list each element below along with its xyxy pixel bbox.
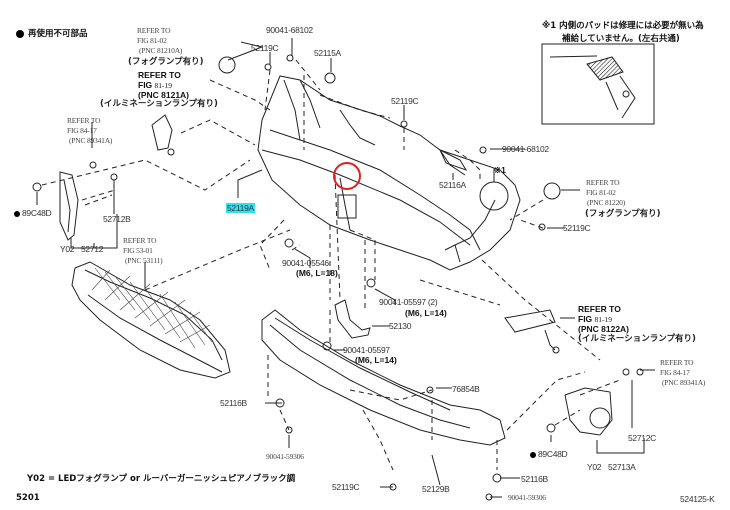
right-illum-lamp bbox=[504, 309, 556, 333]
part-89c48d-right-text: 89C48D bbox=[538, 449, 568, 459]
note-line-2: 補給していません。(左右共通) bbox=[562, 34, 680, 44]
part-52119a-highlight: 52119A bbox=[226, 203, 255, 213]
inset-edge-line bbox=[549, 55, 598, 58]
inset-bolt bbox=[622, 90, 630, 98]
page-code: 5201 bbox=[16, 493, 40, 503]
ref-fog-right-l4: (フォグランプ有り) bbox=[585, 209, 661, 219]
ref-illum-left-fig: FIG bbox=[138, 80, 153, 90]
note-inset-box bbox=[541, 43, 655, 125]
left-garnish bbox=[59, 171, 79, 241]
bracket-52130 bbox=[334, 299, 371, 339]
part-90041-05597-2[interactable]: 90041-05597 (2) bbox=[379, 297, 438, 307]
ref-fog-left-l3[interactable]: (PNC 81210A) bbox=[139, 46, 183, 55]
ref-fog-left-l2[interactable]: FIG 81-02 bbox=[137, 36, 167, 45]
part-90041-05546[interactable]: 90041-05546 bbox=[282, 258, 329, 268]
part-89c48d-left-text: 89C48D bbox=[22, 208, 52, 218]
part-52115a[interactable]: 52115A bbox=[314, 48, 341, 58]
left-fog-lamp bbox=[218, 56, 236, 74]
part-90041-59306-right[interactable]: 90041-59306 bbox=[508, 493, 546, 502]
non-reusable-marker-icon bbox=[16, 29, 24, 38]
part-90041-05597[interactable]: 90041-05597 bbox=[343, 345, 390, 355]
red-callout-circle bbox=[333, 162, 361, 190]
detail-callout-circle bbox=[479, 181, 509, 211]
part-89c48d-left[interactable]: 89C48D bbox=[14, 208, 52, 218]
ref-fog-right-l2[interactable]: FIG 81-02 bbox=[586, 188, 616, 197]
left-illum-lamp bbox=[151, 114, 173, 151]
legend-text: 再使用不可部品 bbox=[28, 29, 88, 39]
ref-illum-right-fig: FIG bbox=[578, 314, 593, 324]
ref-grille-l1[interactable]: REFER TO bbox=[123, 236, 157, 245]
part-52116b-right[interactable]: 52116B bbox=[521, 474, 548, 484]
part-90041-05597-spec: (M6, L=14) bbox=[355, 355, 397, 365]
front-grille bbox=[71, 261, 231, 379]
ref-fog-left-l4: (フォグランプ有り) bbox=[128, 57, 204, 67]
ref-sensor-right-l2[interactable]: FIG 84-17 bbox=[660, 368, 690, 377]
ref-illum-right-l4: (イルミネーションランプ有り) bbox=[578, 334, 696, 344]
part-52119c-top[interactable]: 52119C bbox=[251, 43, 279, 53]
lower-spoiler bbox=[261, 309, 506, 446]
ref-sensor-left-l3[interactable]: (PNC 89341A) bbox=[69, 136, 113, 145]
part-52712b[interactable]: 52712B bbox=[103, 214, 131, 224]
non-reusable-marker-icon bbox=[530, 451, 536, 458]
note-line-1: ※1 内側のパッドは修理には必要が無い為 bbox=[542, 21, 704, 31]
part-52130[interactable]: 52130 bbox=[389, 321, 412, 331]
ref-illum-left-l3[interactable]: (PNC 8121A) bbox=[138, 90, 190, 100]
part-52119c-right[interactable]: 52119C bbox=[563, 223, 591, 233]
part-89c48d-right[interactable]: 89C48D bbox=[530, 449, 568, 459]
clip-52116a bbox=[438, 148, 468, 171]
ref-sensor-right-l1[interactable]: REFER TO bbox=[660, 358, 694, 367]
inset-bracket bbox=[605, 75, 636, 119]
part-52119c-mid[interactable]: 52119C bbox=[391, 96, 419, 106]
ref-illum-left-l2[interactable]: FIG 81-19 bbox=[138, 80, 172, 91]
part-90041-05546-spec: (M6, L=18) bbox=[296, 268, 338, 278]
ref-fog-left-l1[interactable]: REFER TO bbox=[137, 26, 171, 35]
variant-y02-right[interactable]: Y02 bbox=[587, 462, 602, 472]
ref-fog-right-l1[interactable]: REFER TO bbox=[586, 178, 620, 187]
ref-grille-l2[interactable]: FIG 53-01 bbox=[123, 246, 153, 255]
part-52129b[interactable]: 52129B bbox=[422, 484, 450, 494]
part-52712[interactable]: 52712 bbox=[81, 244, 104, 254]
non-reusable-marker-icon bbox=[14, 210, 20, 217]
ref-illum-right-fignum: 81-19 bbox=[594, 315, 613, 324]
ref-illum-right-l3[interactable]: (PNC 8122A) bbox=[578, 324, 630, 334]
part-52713a[interactable]: 52713A bbox=[608, 462, 636, 472]
ref-sensor-left-l2[interactable]: FIG 84-17 bbox=[67, 126, 97, 135]
ref-illum-right-l1[interactable]: REFER TO bbox=[578, 304, 621, 314]
y02-variant-note: Y02 = LEDフォグランプ or ルーバーガーニッシュピアノブラック調 bbox=[27, 474, 296, 484]
part-52116a[interactable]: 52116A bbox=[439, 180, 466, 190]
part-90041-68102-right[interactable]: 90041-68102 bbox=[502, 144, 549, 154]
part-52119a[interactable]: 52119A bbox=[226, 203, 255, 213]
part-52119c-bottom[interactable]: 52119C bbox=[332, 482, 360, 492]
bumper-cover bbox=[257, 75, 521, 271]
part-76854b[interactable]: 76854B bbox=[452, 384, 480, 394]
part-90041-59306-left[interactable]: 90041-59306 bbox=[266, 452, 304, 461]
part-90041-68102-top[interactable]: 90041-68102 bbox=[266, 25, 313, 35]
part-90041-05597-2-spec: (M6, L=14) bbox=[405, 308, 447, 318]
ref-illum-left-l4: (イルミネーションランプ有り) bbox=[100, 99, 218, 109]
inset-pad-hatch bbox=[586, 56, 624, 81]
ref-sensor-left-l1[interactable]: REFER TO bbox=[67, 116, 101, 125]
right-garnish bbox=[564, 387, 613, 436]
legend-non-reusable: 再使用不可部品 bbox=[16, 28, 88, 41]
ref-illum-left-fignum: 81-19 bbox=[154, 81, 173, 90]
detail-mark-1[interactable]: ※1 bbox=[494, 165, 506, 175]
ref-fog-right-l3[interactable]: (PNC 81220) bbox=[587, 198, 626, 207]
right-fog-lamp bbox=[543, 182, 561, 200]
ref-illum-right-l2[interactable]: FIG 81-19 bbox=[578, 314, 612, 325]
ref-sensor-right-l3[interactable]: (PNC 89341A) bbox=[662, 378, 706, 387]
ref-grille-l3[interactable]: (PNC 53111) bbox=[125, 256, 163, 265]
variant-y02-left[interactable]: Y02 bbox=[60, 244, 75, 254]
part-52712c[interactable]: 52712C bbox=[628, 433, 656, 443]
part-52116b-left[interactable]: 52116B bbox=[220, 398, 247, 408]
figure-id: 524125-K bbox=[680, 494, 715, 504]
ref-illum-left-l1[interactable]: REFER TO bbox=[138, 70, 181, 80]
